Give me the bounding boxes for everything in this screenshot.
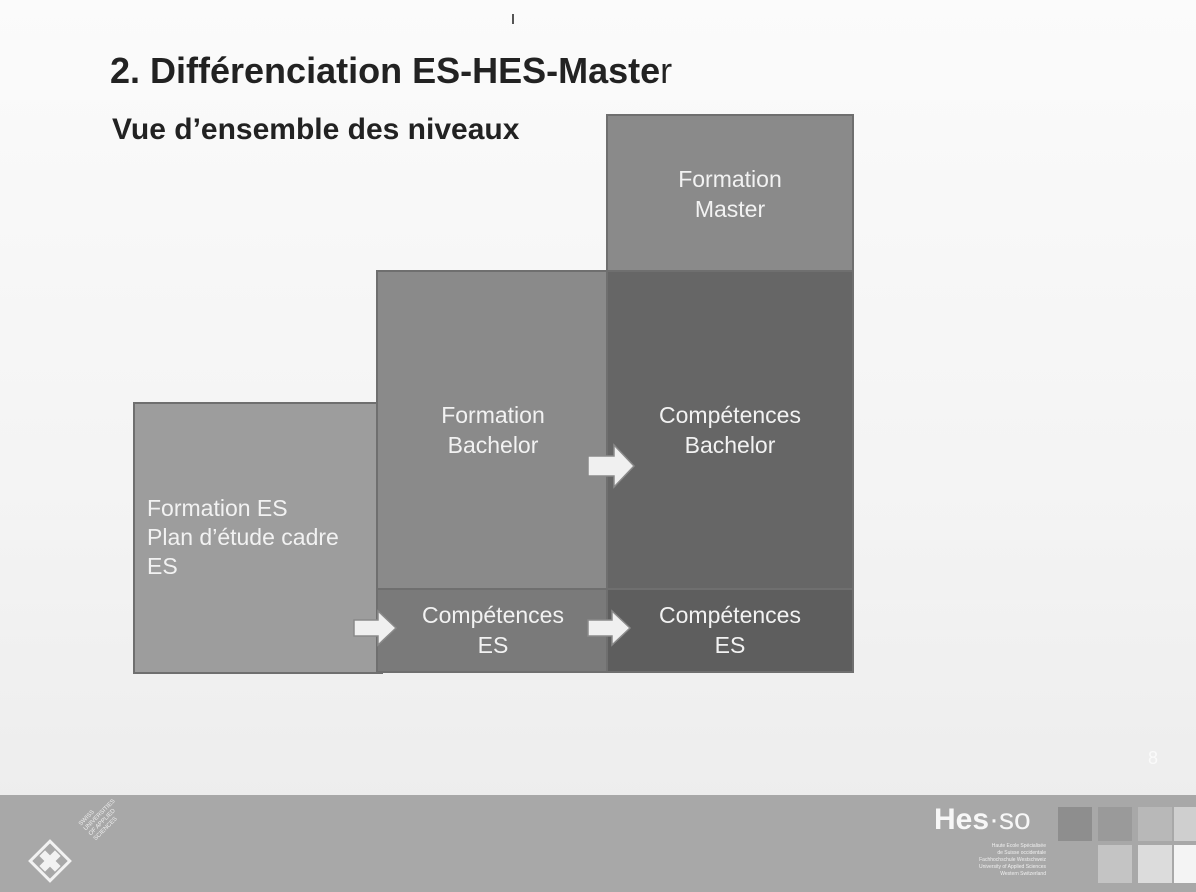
page-number: 8	[1148, 748, 1159, 768]
tile	[1058, 807, 1092, 841]
arrow-competences-es-right-icon	[587, 609, 632, 647]
block-competences-es-right-label: Compétences ES	[659, 602, 801, 658]
hesso-logo-hes: Hes	[934, 803, 990, 836]
hesso-logo: Hes·so Haute Ecole Spécialisée de Suisse…	[930, 803, 1050, 887]
slide-title: 2. Différenciation ES-HES-Master	[110, 50, 672, 92]
slide-subtitle: Vue d’ensemble des niveaux	[112, 113, 520, 146]
block-competences-bachelor-label: Compétences Bachelor	[659, 402, 801, 458]
block-competences-es-left-label: Compétences ES	[422, 602, 564, 658]
tile	[1098, 845, 1132, 883]
block-competences-es-left: Compétences ES	[376, 588, 610, 673]
tile	[1138, 807, 1172, 841]
tile	[1098, 807, 1132, 841]
block-formation-es-label: Formation ES Plan d’étude cadre ES	[147, 495, 339, 579]
swiss-universities-logo: SWISS UNIVERSITIES OF APPLIED SCIENCES	[28, 798, 138, 885]
tile	[1138, 845, 1172, 883]
slide-title-main: 2. Différenciation ES-HES-Maste	[110, 50, 661, 91]
block-competences-es-right: Compétences ES	[606, 588, 854, 673]
block-formation-master: Formation Master	[606, 114, 854, 274]
tile	[1174, 807, 1196, 841]
block-competences-bachelor: Compétences Bachelor	[606, 270, 854, 592]
block-formation-es: Formation ES Plan d’étude cadre ES	[133, 402, 383, 674]
arrow-bachelor-to-competences-icon	[587, 443, 636, 489]
block-formation-bachelor: Formation Bachelor	[376, 270, 610, 592]
swiss-cross-icon	[28, 839, 72, 883]
block-formation-master-label: Formation Master	[678, 166, 782, 222]
footer-bar: SWISS UNIVERSITIES OF APPLIED SCIENCES H…	[0, 795, 1196, 892]
hesso-logo-so: ·so	[989, 803, 1031, 836]
swiss-universities-logo-text: SWISS UNIVERSITIES OF APPLIED SCIENCES	[78, 798, 119, 843]
slide-title-tail: r	[660, 50, 673, 91]
block-formation-bachelor-label: Formation Bachelor	[441, 402, 545, 458]
tile	[1174, 845, 1196, 883]
hesso-logo-wordmark: Hes·so	[934, 803, 1031, 837]
top-mark	[512, 14, 514, 24]
arrow-es-to-competences-icon	[353, 609, 398, 647]
hesso-logo-subtext: Haute Ecole Spécialisée de Suisse occide…	[979, 843, 1046, 877]
